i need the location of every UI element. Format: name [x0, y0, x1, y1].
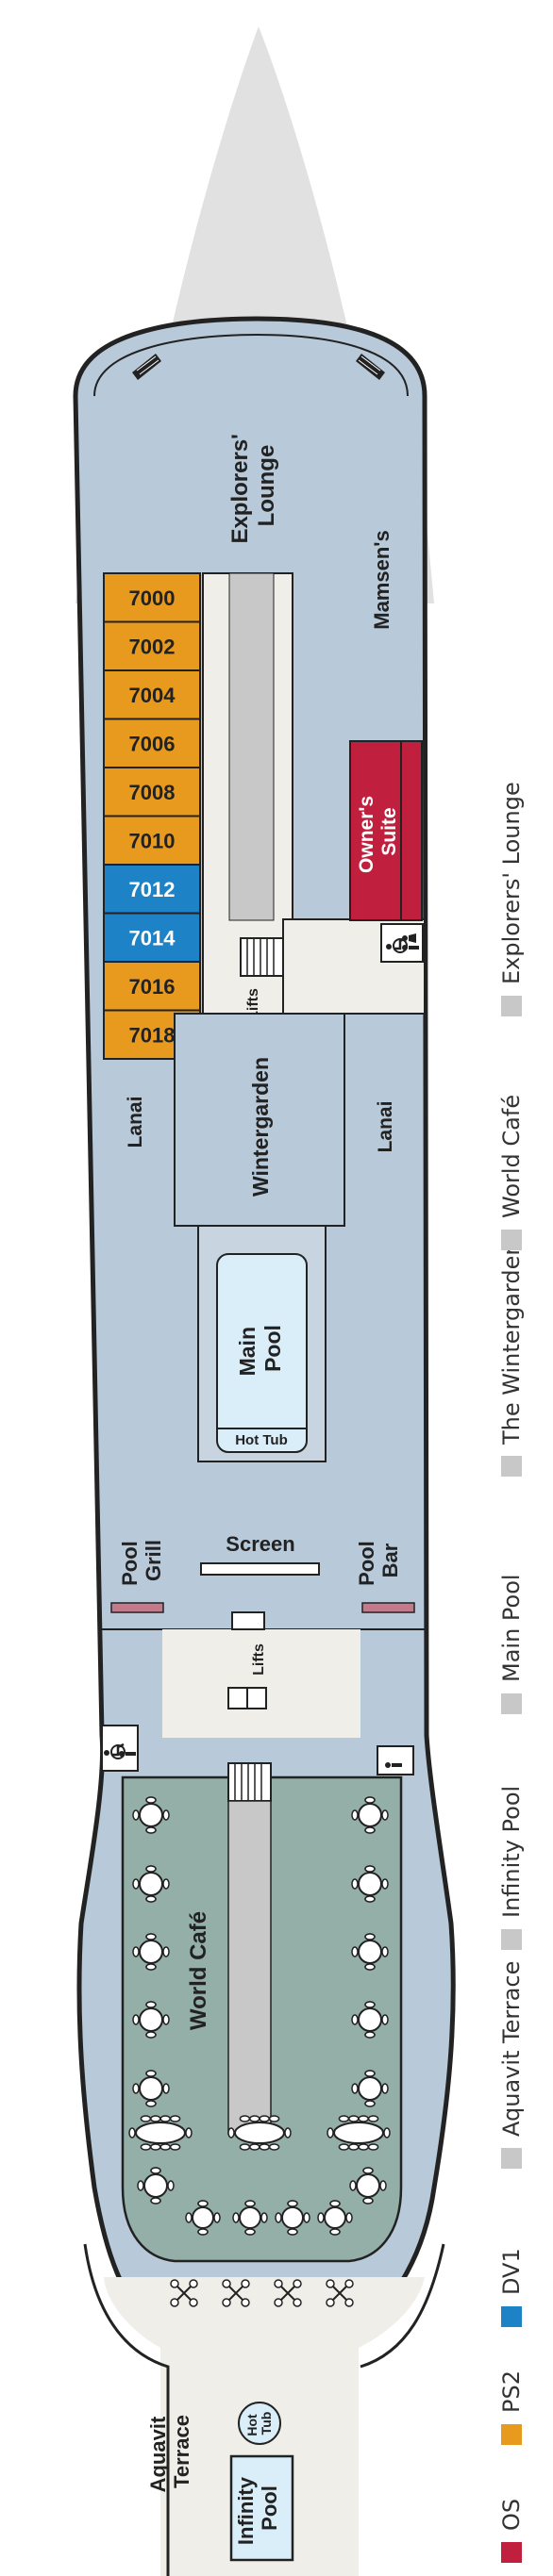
- legend-label: PS2: [498, 2370, 525, 2413]
- cabin-block: 7000 7002 7004 7006 7008 7010 7012 7014 7016 7018: [103, 572, 201, 1060]
- cabin-number: 7018: [129, 1023, 176, 1047]
- legend-label: The Wintergarden: [498, 1241, 525, 1445]
- dining-table-icon: [349, 2167, 387, 2204]
- main-pool-label: Main Pool: [235, 1321, 285, 1377]
- legend-item: Main Pool: [498, 1574, 525, 1714]
- hot-tub-small: [238, 2402, 281, 2445]
- screen-label: Screen: [226, 1532, 294, 1556]
- restroom-icon: [402, 933, 419, 950]
- lower-lobby: [162, 1629, 360, 1738]
- cabin-7002[interactable]: 7002: [103, 620, 201, 671]
- wintergarden-area: [174, 1013, 345, 1227]
- dining-table-icon: [275, 2200, 310, 2236]
- lanai-right-label: Lanai: [375, 1101, 396, 1153]
- lounge-chair-icon: [274, 2279, 302, 2307]
- accessible-icon: [104, 1742, 126, 1759]
- legend-item: Infinity Pool: [498, 1786, 525, 1950]
- infinity-pool-label: Infinity Pool: [234, 2471, 281, 2545]
- legend-label: Infinity Pool: [498, 1786, 525, 1918]
- legend: OS PS2 DV1 Aquavit Terrace Infinity Pool Main…: [498, 782, 525, 2563]
- lifts-lower-label: Lifts: [251, 1643, 267, 1676]
- legend-label: Aquavit Terrace: [498, 1961, 525, 2137]
- legend-item: OS: [498, 2499, 525, 2563]
- legend-item: DV1: [498, 2248, 525, 2327]
- cabin-number: 7012: [129, 878, 176, 901]
- cabin-7010[interactable]: 7010: [103, 815, 201, 866]
- cabin-number: 7000: [129, 586, 176, 610]
- legend-label: Explorers' Lounge: [498, 782, 525, 984]
- legend-label: World Café: [498, 1095, 525, 1218]
- explorers-lounge-label: Explorers' Lounge: [227, 427, 279, 543]
- world-cafe-label: World Café: [186, 1911, 211, 2030]
- dining-table-icon: [132, 2001, 170, 2039]
- lounge-chair-icon: [170, 2279, 198, 2307]
- cabin-7000[interactable]: 7000: [103, 572, 201, 623]
- dining-table-icon: [132, 1796, 170, 1834]
- cabin-number: 7016: [129, 975, 176, 999]
- mamsens-label: Mamsen's: [370, 530, 394, 630]
- lanai-left-label: Lanai: [125, 1097, 146, 1148]
- lifts-upper-label: Lifts: [245, 988, 261, 1020]
- cabin-7012[interactable]: 7012: [103, 864, 201, 915]
- dining-table-icon: [351, 2070, 389, 2107]
- wintergarden-label: Wintergarden: [248, 1057, 273, 1197]
- dining-table-icon: [227, 2115, 292, 2151]
- hot-tub-small-label: Hot Tub: [244, 2410, 274, 2436]
- cabin-number: 7008: [129, 781, 176, 804]
- cabin-7004[interactable]: 7004: [103, 669, 201, 720]
- cabin-7016[interactable]: 7016: [103, 961, 201, 1012]
- dining-table-icon: [132, 1933, 170, 1971]
- lounge-chair-icon: [132, 354, 385, 380]
- legend-item: PS2: [498, 2370, 525, 2445]
- legend-item: World Café: [498, 1095, 525, 1250]
- legend-item: Explorers' Lounge: [498, 782, 525, 1016]
- dining-table-icon: [132, 1865, 170, 1903]
- dining-table-icon: [185, 2200, 221, 2236]
- cabin-number: 7002: [129, 635, 176, 658]
- dining-table-icon: [128, 2115, 193, 2151]
- hot-tub-label: Hot Tub: [235, 1432, 288, 1448]
- stairs-icon: [240, 937, 284, 977]
- lounge-chair-icon: [326, 2279, 354, 2307]
- dining-table-icon: [351, 1796, 389, 1834]
- legend-label: DV1: [498, 2248, 525, 2295]
- legend-label: Main Pool: [498, 1574, 525, 1682]
- dining-table-icon: [137, 2167, 175, 2204]
- legend-item: Aquavit Terrace: [498, 1961, 525, 2169]
- cabin-7008[interactable]: 7008: [103, 767, 201, 817]
- cabin-number: 7014: [129, 926, 176, 949]
- legend-label: OS: [498, 2499, 525, 2531]
- main-pool: [216, 1253, 308, 1453]
- lounge-chairs: [170, 2279, 354, 2307]
- screen: [200, 1562, 320, 1576]
- owners-suite-label: Owner's Suite: [356, 790, 400, 873]
- cabin-number: 7004: [129, 684, 176, 707]
- cabin-number: 7006: [129, 732, 176, 755]
- restroom-icon: [119, 1751, 136, 1757]
- cabin-7006[interactable]: 7006: [103, 718, 201, 768]
- dining-table-icon: [232, 2200, 268, 2236]
- dining-tables: [128, 1796, 391, 2236]
- lift-doors: [231, 1611, 265, 1630]
- legend-item: The Wintergarden: [498, 1241, 525, 1477]
- cabin-7014[interactable]: 7014: [103, 912, 201, 963]
- dining-table-icon: [351, 1865, 389, 1903]
- pool-grill-label: Pool Grill: [118, 1535, 165, 1586]
- dining-table-icon: [351, 1933, 389, 1971]
- restroom-icon: [385, 1762, 402, 1768]
- infinity-pool: [229, 2454, 294, 2562]
- owners-suite[interactable]: [349, 740, 402, 921]
- cabin-number: 7010: [129, 829, 176, 852]
- dining-table-icon: [351, 2001, 389, 2039]
- pool-bar-label: Pool Bar: [355, 1535, 402, 1586]
- dining-table-icon: [327, 2115, 391, 2151]
- dining-table-icon: [317, 2200, 353, 2236]
- dining-table-icon: [132, 2070, 170, 2107]
- lift-shaft: [228, 572, 275, 921]
- lounge-chair-icon: [222, 2279, 250, 2307]
- aquavit-terrace-label: Aquavit Terrace: [146, 2411, 193, 2493]
- cafe-buffet: [227, 1800, 272, 2135]
